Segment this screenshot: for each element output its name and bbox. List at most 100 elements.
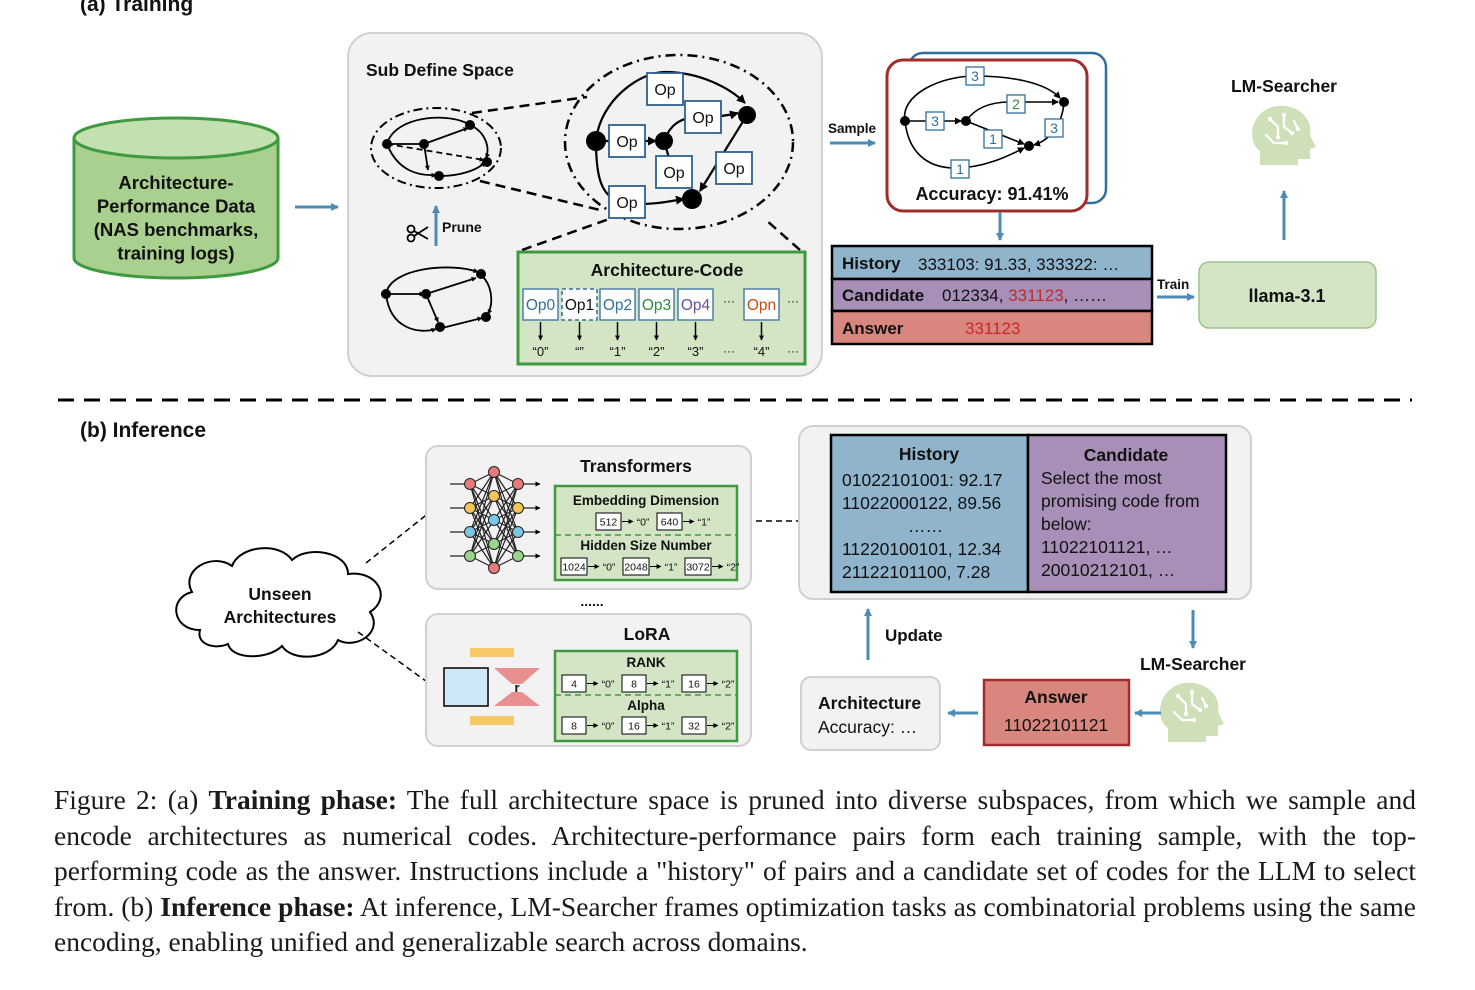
- neural-network-icon: [450, 466, 541, 574]
- code-value: “4”: [754, 344, 770, 359]
- candidate-line: below:: [1041, 514, 1092, 534]
- code-ellipsis: ···: [723, 344, 735, 358]
- prompt-panel: History Candidate 01022101001: 92.17 1102…: [798, 425, 1252, 600]
- embedding-dimension-title: Embedding Dimension: [573, 493, 719, 508]
- lora-panel: LoRA r RANK Alpha 4“0”8“1”16“2” 8“0”16“1…: [425, 613, 752, 747]
- code-value: “0”: [533, 344, 549, 359]
- candidate-title: Candidate: [1084, 445, 1169, 465]
- candidate-line: promising code from: [1041, 491, 1200, 511]
- architecture-code-title: Architecture-Code: [591, 260, 744, 280]
- history-title: History: [899, 444, 960, 464]
- prune-step: Prune: [406, 205, 482, 246]
- value-box: [684, 557, 712, 576]
- op-box-label: Op: [654, 82, 675, 99]
- value-text: 512: [600, 517, 618, 529]
- code-op-label: Op2: [603, 297, 632, 314]
- edge-label: 3: [1050, 120, 1058, 136]
- edge-label: 1: [956, 161, 964, 177]
- diagram: (a) Training Architecture-Performance Da…: [58, 0, 1412, 751]
- value-box: [621, 716, 647, 735]
- scissors-icon: [406, 224, 429, 243]
- op-box-label: Op: [692, 110, 713, 127]
- code-text: “2”: [722, 679, 735, 691]
- code-op-label: Opn: [747, 297, 776, 314]
- value-box: [595, 512, 622, 531]
- edge-label-box: [983, 129, 1003, 149]
- code-ellipsis: ···: [723, 294, 735, 308]
- edge-label-box: [1006, 94, 1026, 114]
- value-text: 3072: [686, 562, 710, 574]
- op-box-label: Op: [723, 161, 744, 178]
- training-label: (a) Training: [80, 0, 193, 16]
- training-rows: History 333103: 91.33, 333322: … Candida…: [830, 244, 1154, 346]
- code-text: “1”: [662, 721, 675, 733]
- value-box: [621, 674, 647, 693]
- op-box: [608, 185, 646, 219]
- prune-label: Prune: [442, 219, 482, 235]
- transformers-title: Transformers: [580, 456, 692, 476]
- history-line: 11220100101, 12.34: [842, 539, 1002, 559]
- accuracy-text: Accuracy: 91.41%: [915, 184, 1068, 204]
- code-text: “1”: [665, 562, 678, 574]
- answer-row-value: 331123: [965, 319, 1020, 338]
- candidate-line: Select the most: [1041, 468, 1162, 488]
- value-text: 1024: [562, 562, 586, 574]
- candidate-row-label: Candidate: [842, 286, 924, 305]
- history-row-value: 333103: 91.33, 333322: …: [918, 255, 1119, 274]
- code-value: “1”: [610, 344, 626, 359]
- code-ellipsis: ···: [787, 294, 799, 308]
- database-line: (NAS benchmarks,: [94, 219, 259, 240]
- edge-label: 1: [989, 131, 997, 147]
- code-op-label: Op3: [642, 297, 671, 314]
- value-text: 2048: [624, 562, 648, 574]
- value-text: 8: [571, 721, 577, 733]
- code-text: “1”: [662, 679, 675, 691]
- edge-label-box: [925, 111, 945, 131]
- figure-caption: Figure 2: (a) Training phase: The full a…: [54, 782, 1416, 960]
- op-box-label: Op: [616, 195, 637, 212]
- unseen-cloud: Unseen Architectures: [175, 547, 382, 658]
- op-box: [684, 100, 722, 134]
- value-box: [656, 512, 683, 531]
- value-box: [561, 674, 587, 693]
- lora-title: LoRA: [624, 624, 671, 644]
- answer-value: 11022101121: [1004, 715, 1108, 735]
- alpha-title: Alpha: [627, 698, 665, 713]
- edge-label-box: [1044, 118, 1064, 138]
- value-text: 16: [628, 721, 640, 733]
- code-value: “2”: [649, 344, 665, 359]
- candidate-row-value: 012334, 331123, ……: [942, 286, 1107, 305]
- value-box: [681, 674, 707, 693]
- answer-box: Answer 11022101121: [982, 678, 1131, 747]
- searcher-label-bottom: LM-Searcher: [1140, 654, 1246, 674]
- unseen-line-2: Architectures: [224, 607, 337, 627]
- caption-prefix: Figure 2: (a): [54, 784, 209, 815]
- value-text: 4: [571, 679, 577, 691]
- history-row-label: History: [842, 254, 901, 273]
- op-box: [608, 124, 646, 158]
- architecture-title: Architecture: [818, 693, 921, 713]
- update-label: Update: [885, 626, 943, 645]
- code-op-box: [638, 288, 675, 321]
- answer-row-label: Answer: [842, 319, 904, 338]
- code-value: “”: [575, 344, 584, 359]
- more-dots: ......: [580, 593, 603, 609]
- value-box: [561, 716, 587, 735]
- value-box: [622, 557, 650, 576]
- history-line: ……: [908, 516, 943, 536]
- llama-model-label: llama-3.1: [1248, 286, 1325, 306]
- sample-label: Sample: [828, 121, 877, 136]
- pruned-graph: [381, 266, 493, 333]
- edge-label: 2: [1012, 96, 1020, 112]
- history-line: 01022101001: 92.17: [842, 470, 1003, 490]
- candidate-line: 11022101121, …: [1041, 537, 1173, 557]
- code-text: “1”: [698, 517, 711, 529]
- lora-adapter-icon: r: [443, 648, 540, 725]
- code-value: “3”: [688, 344, 704, 359]
- full-graph: [370, 107, 502, 189]
- code-text: “0”: [637, 517, 650, 529]
- architecture-code-box: Architecture-Code Op0“0”Op1“”Op2“1”Op3“2…: [516, 250, 807, 366]
- candidate-line: 20010212101, …: [1041, 560, 1175, 580]
